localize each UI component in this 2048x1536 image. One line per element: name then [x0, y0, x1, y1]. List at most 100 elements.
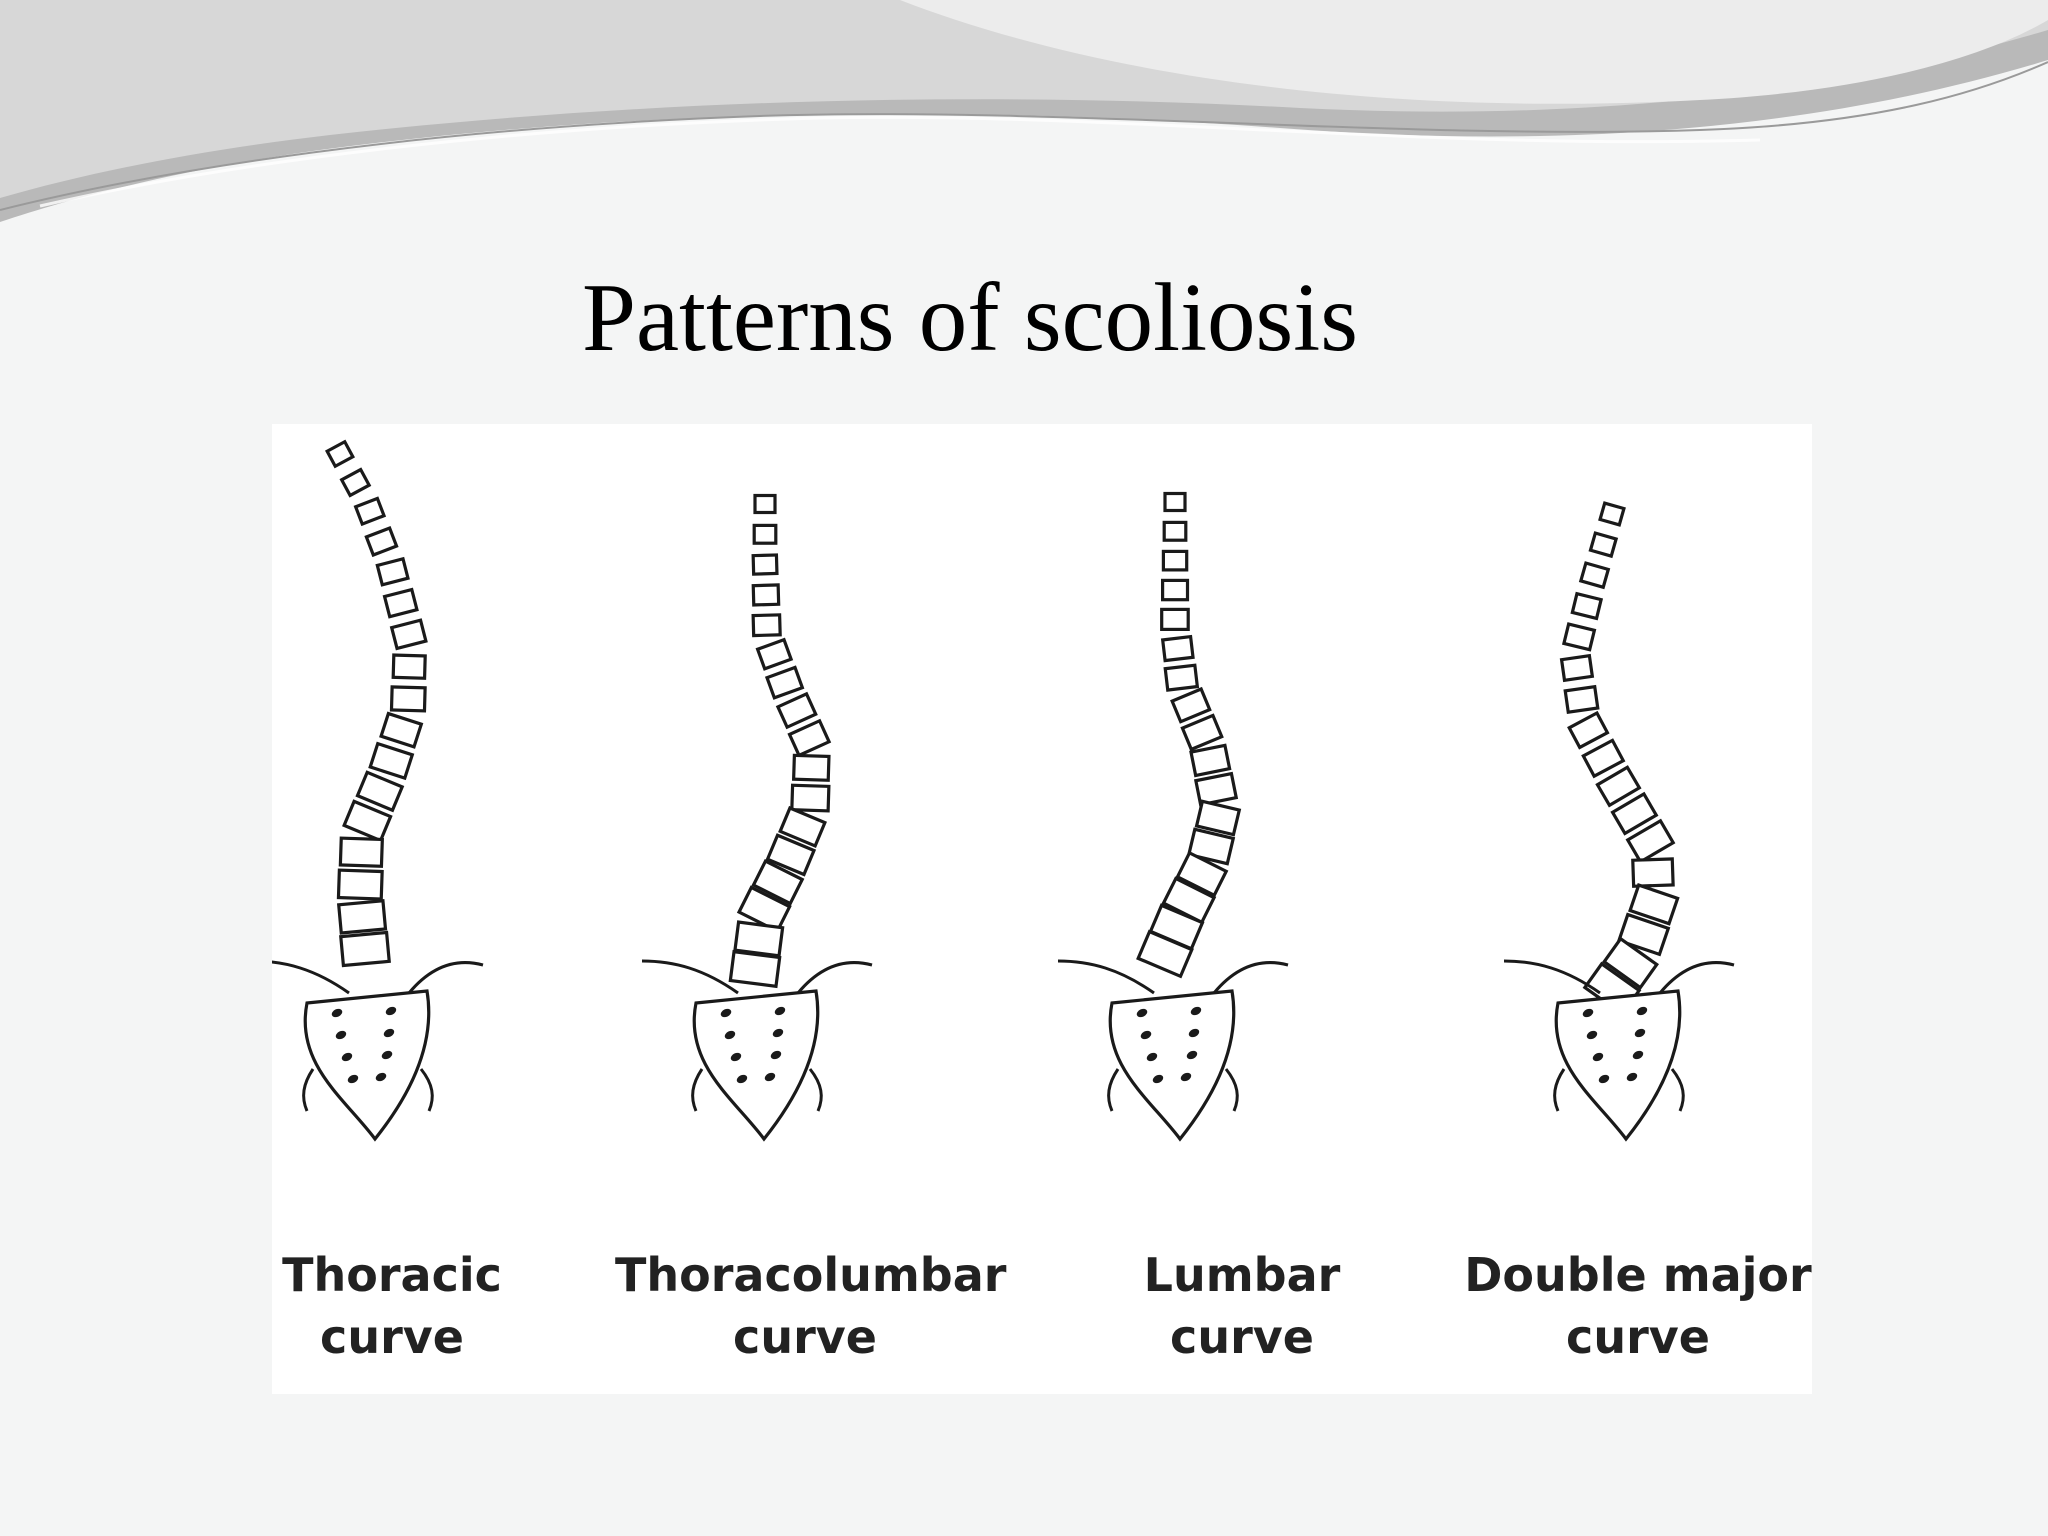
sacral-foramen	[1140, 1030, 1152, 1040]
vertebra	[1559, 653, 1595, 683]
vertebra	[791, 753, 831, 782]
sacral-foramen	[1582, 1008, 1594, 1018]
sacral-foramen	[1188, 1028, 1200, 1038]
vertebra	[1628, 883, 1680, 926]
vertebra	[382, 587, 419, 619]
vertebra	[364, 525, 399, 558]
vertebra	[1163, 663, 1200, 692]
sacrum-edge-right	[808, 1068, 823, 1112]
sacrum-edge-left	[1553, 1068, 1566, 1112]
caption-line-2: curve	[1170, 1310, 1314, 1364]
vertebra	[1160, 634, 1195, 663]
vertebra	[342, 799, 393, 843]
caption-thoracic-curve: Thoracic curve	[202, 1244, 582, 1368]
vertebra	[1570, 591, 1604, 621]
spine-thoracolumbar	[641, 493, 873, 1142]
caption-line-1: Lumbar	[1143, 1248, 1341, 1302]
vertebra	[736, 885, 792, 934]
sacral-foramen	[1180, 1072, 1192, 1082]
vertebra	[339, 930, 391, 968]
sacral-foramen	[724, 1030, 736, 1040]
sacral-foramen	[381, 1050, 393, 1060]
sacral-foramen	[1592, 1052, 1604, 1062]
vertebra	[778, 805, 827, 849]
vertebra	[1625, 818, 1676, 864]
vertebra	[1561, 622, 1597, 652]
spine-lumbar	[1057, 491, 1289, 1142]
sacrum-body	[692, 989, 820, 1142]
sacrum-lumbar	[1057, 959, 1289, 1142]
caption-lumbar-curve: Lumbar curve	[1052, 1244, 1432, 1368]
sacral-foramen	[1186, 1050, 1198, 1060]
sacrum-edge-right	[1670, 1068, 1685, 1112]
iliac-wing-left	[1503, 959, 1601, 995]
vertebra	[391, 653, 427, 680]
sacral-foramen	[770, 1050, 782, 1060]
vertebra	[728, 949, 782, 989]
vertebra	[787, 718, 832, 758]
vertebra	[336, 899, 388, 935]
vertebra	[1161, 549, 1189, 572]
caption-line-1: Double major	[1464, 1248, 1812, 1302]
slide-title: Patterns of scoliosis	[582, 264, 1358, 371]
vertebra	[751, 553, 779, 576]
sacral-foramen	[1636, 1006, 1648, 1016]
sacrum-double-major	[1503, 959, 1735, 1142]
caption-line-1: Thoracic	[282, 1248, 502, 1302]
iliac-wing-right	[1658, 961, 1735, 994]
sacral-foramen	[383, 1028, 395, 1038]
sacral-foramen	[772, 1028, 784, 1038]
vertebra	[1162, 520, 1188, 542]
vertebra	[1160, 607, 1190, 631]
iliac-wing-right	[796, 961, 873, 994]
vertebra	[389, 618, 428, 651]
vertebra	[379, 711, 424, 749]
sacrum-body	[1108, 989, 1236, 1142]
caption-line-2: curve	[320, 1310, 464, 1364]
vertebra	[336, 868, 384, 901]
sacral-foramen	[385, 1006, 397, 1016]
vertebra	[1588, 531, 1619, 559]
sacral-foramen	[764, 1072, 776, 1082]
vertebra	[764, 665, 805, 700]
iliac-wing-left	[1057, 959, 1155, 995]
sacral-foramen	[1146, 1052, 1158, 1062]
vertebra	[338, 836, 384, 868]
vertebra	[1563, 684, 1600, 715]
spine-double-major	[1503, 501, 1735, 1142]
sacrum-body	[1554, 989, 1682, 1142]
vertebra	[1595, 765, 1642, 808]
sacral-foramen	[730, 1052, 742, 1062]
caption-thoracolumbar-curve: Thoracolumbar curve	[615, 1244, 1006, 1368]
vertebra	[1193, 771, 1239, 807]
vertebra	[1170, 686, 1212, 724]
vertebra	[790, 783, 831, 813]
sacrum-edge-left	[1107, 1068, 1120, 1112]
spine-thoracic	[272, 439, 484, 1142]
sacral-foramen	[331, 1008, 343, 1018]
vertebra	[1161, 578, 1190, 602]
vertebra	[324, 439, 356, 469]
vertebra	[339, 467, 372, 498]
sacral-foramen	[720, 1008, 732, 1018]
vertebra	[1186, 827, 1236, 866]
vertebra	[375, 556, 410, 587]
vertebra	[353, 496, 387, 527]
vertebra	[1567, 710, 1610, 750]
vertebra	[1598, 501, 1626, 527]
vertebra	[1180, 713, 1224, 752]
sacral-foramen	[335, 1030, 347, 1040]
sacrum-thoracic	[272, 960, 484, 1142]
sacral-foramen	[1136, 1008, 1148, 1018]
sacral-foramen	[1152, 1074, 1164, 1084]
sacral-foramen	[341, 1052, 353, 1062]
vertebra	[1610, 791, 1659, 836]
sacral-foramen	[1190, 1006, 1202, 1016]
vertebra	[1136, 929, 1194, 979]
iliac-wing-left	[641, 959, 739, 995]
vertebra	[1163, 491, 1187, 513]
vertebra	[1189, 743, 1232, 778]
sacrum-body	[303, 989, 431, 1142]
vertebra	[1601, 936, 1659, 990]
vertebra	[775, 691, 818, 730]
